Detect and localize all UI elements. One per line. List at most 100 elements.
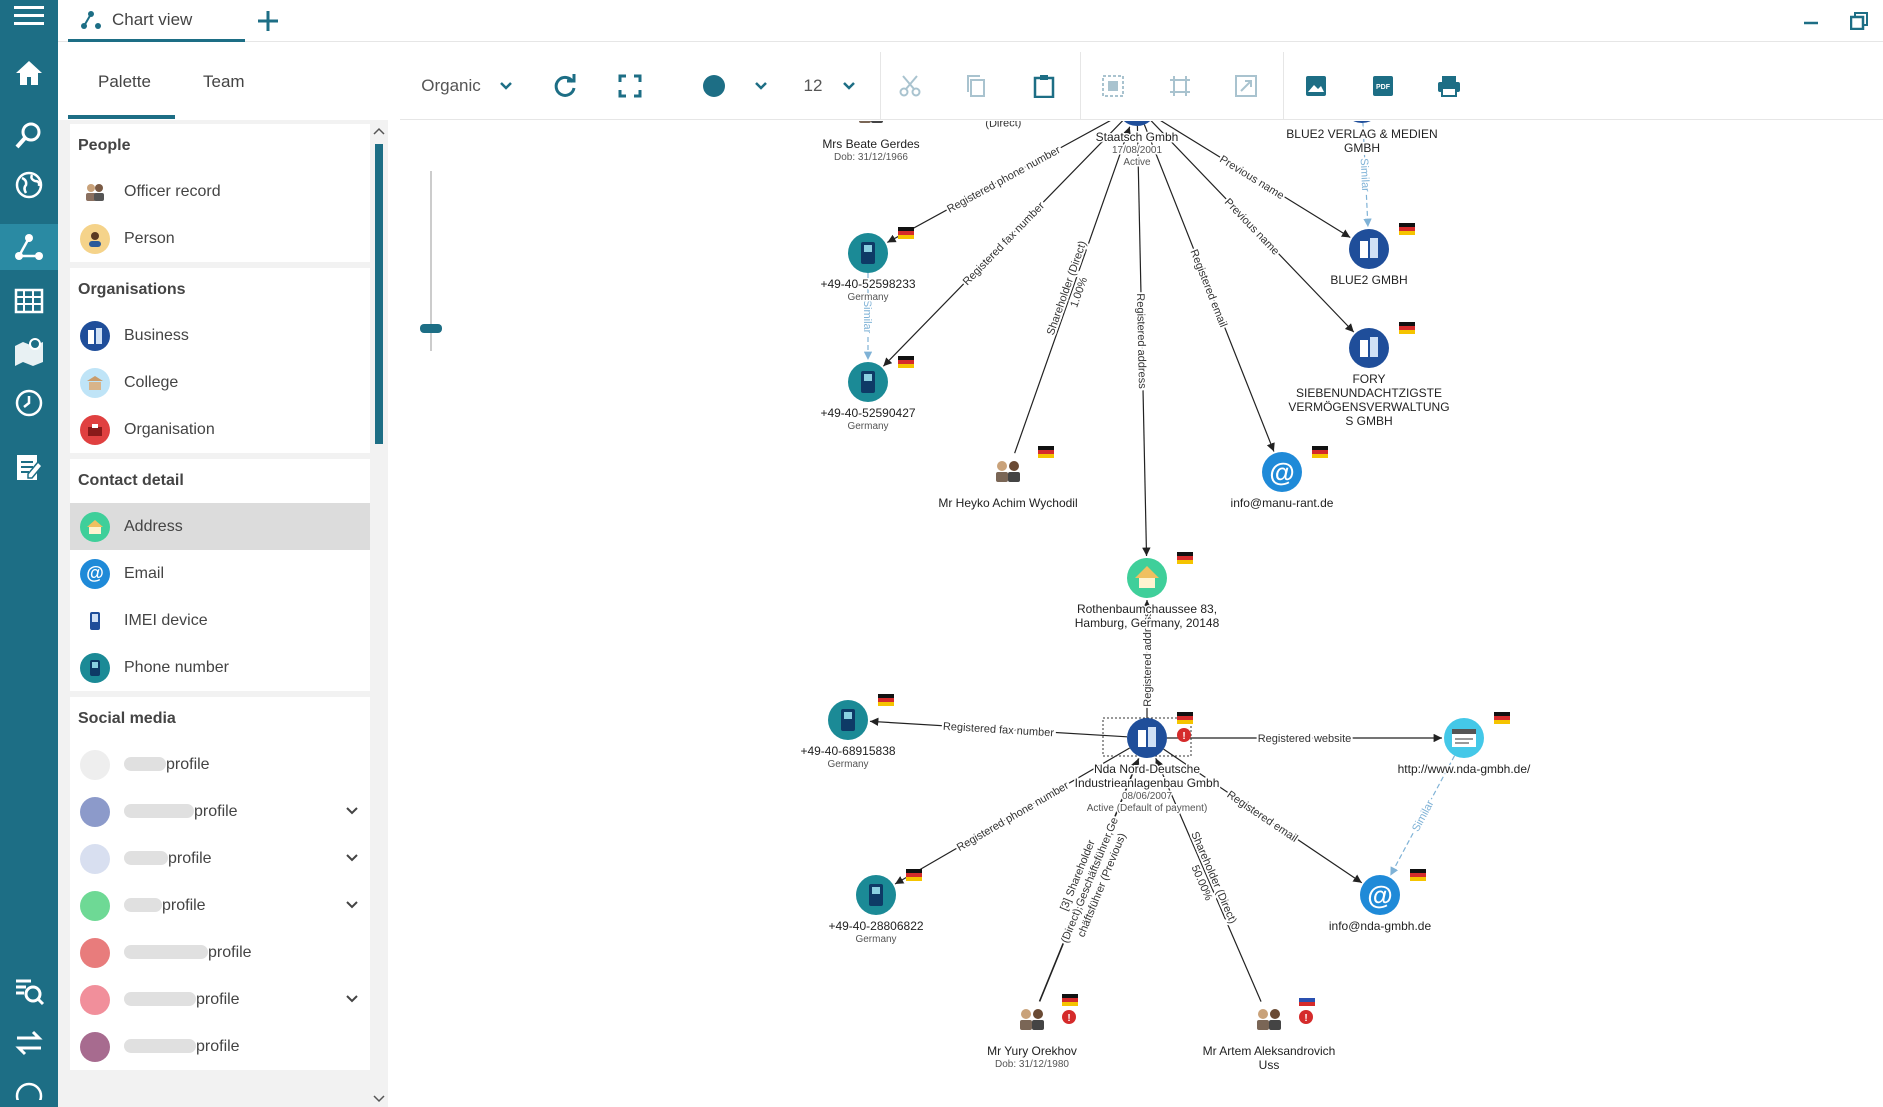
edge[interactable]: Registered fax number [869,717,1128,741]
tab-chart-view[interactable]: Chart view [68,0,245,42]
account-icon[interactable] [0,1080,58,1107]
export-image-button[interactable] [1296,52,1336,120]
home-icon[interactable] [0,50,58,96]
chart-canvas[interactable]: Geschäftsführer,Geschäftsführer (Previou… [400,121,1883,1107]
edge[interactable]: Previous name [1150,121,1355,333]
palette-item-label: profile [162,896,206,914]
zoom-slider[interactable] [420,161,460,361]
palette-item-person[interactable]: Person [70,215,370,262]
node-label: FORY [1352,372,1385,386]
add-tab-button[interactable] [248,4,288,38]
svg-text:!: ! [1182,731,1185,742]
node-person[interactable]: Mr Heyko Achim Wychodil [937,446,1079,512]
edge[interactable]: Registered phone number [887,121,1119,243]
node-label: Mr Yury Orekhov [987,1044,1077,1058]
palette-panel: Palette Team People Officer record Perso… [58,42,388,1107]
node-label: +49-40-28806822 [828,919,923,933]
print-button[interactable] [1429,52,1469,120]
node-business[interactable]: BLUE2 GMBH [1329,223,1415,289]
palette-item-social-profile[interactable]: profile [70,835,370,882]
edge[interactable]: Similar [1356,122,1373,228]
refresh-layout-button[interactable] [545,52,585,120]
palette-item-imei-device[interactable]: IMEI device [70,597,370,644]
chevron-down-icon[interactable] [344,896,360,912]
edge[interactable]: Registered address [1132,125,1151,557]
palette-item-phone-number[interactable]: Phone number [70,644,370,691]
network-graph[interactable]: Geschäftsführer,Geschäftsführer (Previou… [400,121,1883,1107]
node-business[interactable]: FORYSIEBENUNDACHTZIGSTEVERMÖGENSVERWALTU… [1287,322,1451,430]
section-title: Contact detail [78,472,184,489]
palette-item-social-profile[interactable]: profile [70,929,370,976]
edge[interactable]: Shareholder (Direct)1.00% [1014,126,1131,454]
node-sublabel: Dob: 31/12/1980 [995,1059,1069,1070]
expand-button[interactable] [1226,52,1266,120]
chevron-down-icon[interactable] [344,802,360,818]
edge[interactable]: Registered website [1167,731,1442,747]
notes-icon[interactable] [0,444,58,490]
minimize-button[interactable] [1787,4,1835,38]
palette-item-social-profile[interactable]: profile [70,741,370,788]
restore-button[interactable] [1835,4,1883,38]
copy-button[interactable] [956,52,996,120]
globe-icon[interactable] [0,162,58,208]
node-email[interactable]: @info@manu-rant.de [1229,446,1335,512]
printer-icon [1438,76,1460,97]
palette-scrollbar[interactable] [370,124,388,1107]
edge[interactable]: Similar [859,273,875,360]
fit-to-screen-button[interactable] [610,52,650,120]
edge[interactable]: Registered address [1140,600,1156,718]
menu-icon[interactable] [0,0,58,32]
table-icon[interactable] [0,278,58,324]
edge-label: (Direct) [985,121,1021,130]
palette-item-organisation[interactable]: Organisation [70,406,370,453]
clock-icon[interactable] [0,380,58,426]
palette-item-business[interactable]: Business [70,312,370,359]
export-pdf-button[interactable]: PDF [1363,52,1403,120]
swap-icon[interactable] [0,1020,58,1066]
tab-palette[interactable]: Palette [98,72,151,91]
node-website[interactable]: http://www.nda-gmbh.de/ [1396,712,1533,778]
node-email[interactable]: @info@nda-gmbh.de [1327,869,1433,935]
node-address[interactable]: Rothenbaumchaussee 83,Hamburg, Germany, … [1073,552,1221,632]
palette-item-email[interactable]: @ Email [70,550,370,597]
ungroup-button[interactable] [1160,52,1200,120]
palette-item-social-profile[interactable]: profile [70,882,370,929]
edge-label: Previous name [1222,196,1281,257]
palette-item-social-profile[interactable]: profile [70,1023,370,1070]
layout-dropdown[interactable]: Organic [412,52,522,120]
paste-button[interactable] [1024,52,1064,120]
edge[interactable]: Geschäftsführer,Geschäftsführer (Previou… [891,121,1115,132]
chevron-down-icon[interactable] [344,849,360,865]
font-size-dropdown[interactable]: 12 [800,52,860,120]
section-social-media: Social media profile profile profile pro… [70,697,370,1070]
palette-item-social-profile[interactable]: profile [70,976,370,1023]
group-button[interactable] [1093,52,1133,120]
edge-label: Registered email [1187,248,1229,329]
node-sublabel: Germany [855,934,896,945]
palette-item-address[interactable]: Address [70,503,370,550]
palette-item-officer-record[interactable]: Officer record [70,168,370,215]
palette-item-social-profile[interactable]: profile [70,788,370,835]
find-record-icon[interactable] [0,968,58,1014]
search-icon[interactable] [0,112,58,158]
chevron-down-icon[interactable] [344,990,360,1006]
social-network-icon [80,937,110,968]
node-style-dropdown[interactable] [690,52,780,120]
chart-view-icon[interactable] [0,224,58,270]
chart-view-tab-icon [81,10,101,29]
tab-team[interactable]: Team [203,72,245,91]
palette-item-college[interactable]: College [70,359,370,406]
toolbar-divider [1283,52,1284,120]
map-icon[interactable] [0,328,58,374]
cut-button[interactable] [890,52,930,120]
